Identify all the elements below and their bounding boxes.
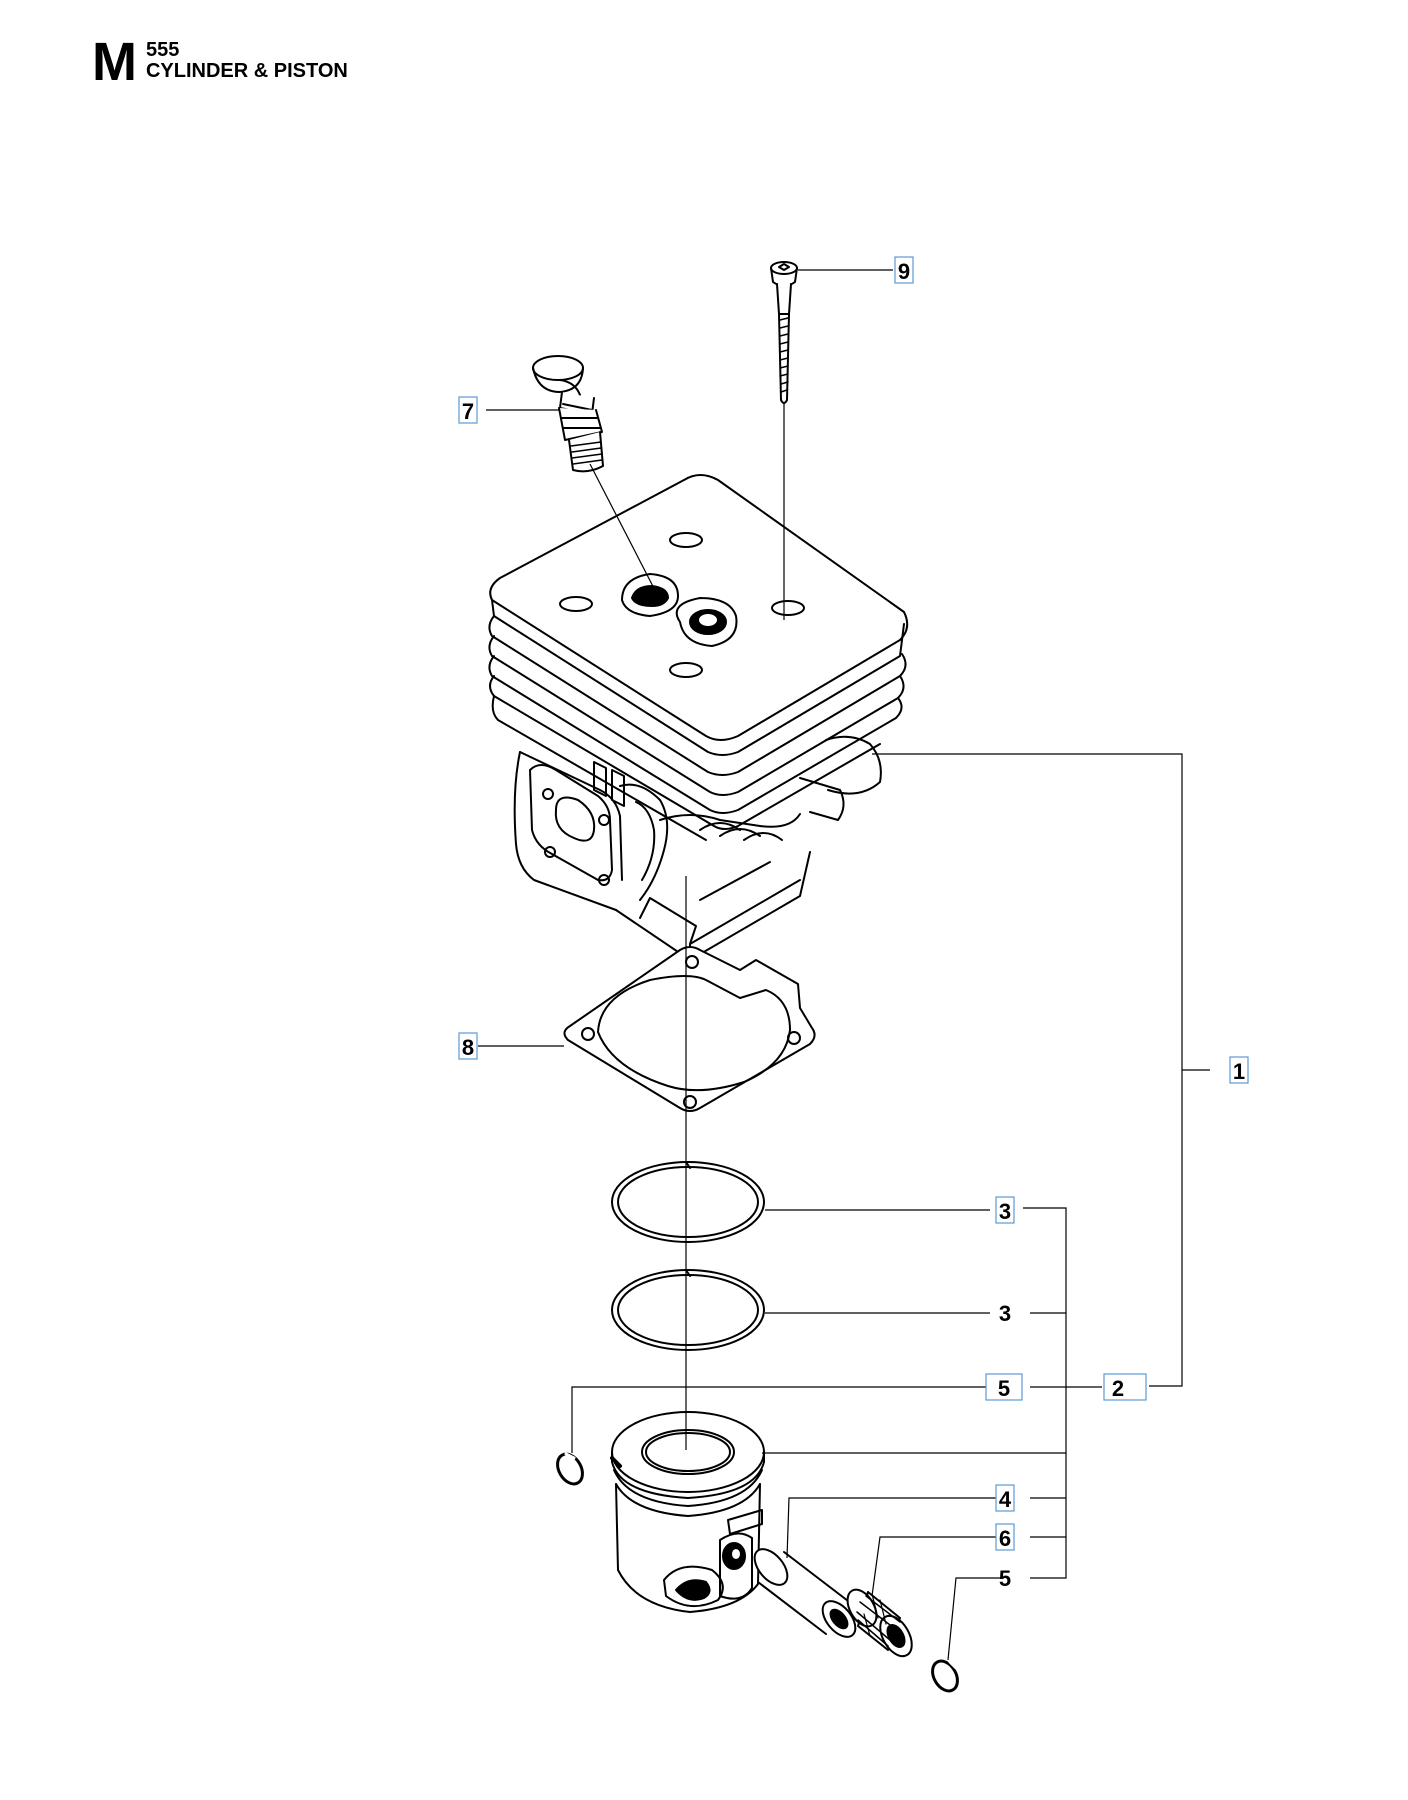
svg-text:2: 2 [1112, 1376, 1124, 1401]
svg-text:3: 3 [999, 1199, 1011, 1224]
callout-7: 7 [458, 396, 478, 424]
piston-ring-upper [611, 1161, 765, 1243]
circlip-right-part [931, 1659, 959, 1693]
header-titles: 555 CYLINDER & PISTON [146, 40, 348, 82]
svg-text:6: 6 [999, 1526, 1011, 1551]
svg-text:9: 9 [898, 259, 910, 284]
callout-9: 9 [894, 256, 914, 284]
screw-part [770, 261, 798, 404]
svg-text:7: 7 [462, 399, 474, 424]
needle-bearing-part [846, 1588, 913, 1658]
callout-5-upper: 5 [985, 1373, 1023, 1401]
callout-3-lower: 3 [999, 1301, 1011, 1326]
svg-text:1: 1 [1233, 1059, 1245, 1084]
decompression-valve-part [532, 355, 604, 473]
svg-text:8: 8 [462, 1035, 474, 1060]
callout-1: 1 [1229, 1056, 1249, 1084]
callout-3-upper: 3 [995, 1196, 1015, 1224]
model-number: 555 [145, 39, 180, 61]
cylinder-part [488, 474, 909, 961]
callout-6: 6 [995, 1523, 1015, 1551]
leader-lines [478, 269, 1210, 1661]
callout-8: 8 [458, 1032, 478, 1060]
callout-4: 4 [995, 1484, 1015, 1512]
svg-text:3: 3 [999, 1301, 1011, 1326]
piston-part [610, 1411, 765, 1613]
callout-2: 2 [1103, 1373, 1147, 1401]
page-header: M 555 CYLINDER & PISTON [92, 32, 348, 92]
svg-text:5: 5 [999, 1566, 1011, 1591]
base-gasket-part [563, 946, 816, 1112]
piston-ring-lower [611, 1269, 765, 1351]
circlip-left-part [556, 1452, 584, 1486]
callout-5-lower: 5 [999, 1566, 1011, 1591]
piston-pin-part [753, 1548, 857, 1638]
section-letter: M [92, 32, 137, 92]
svg-text:5: 5 [998, 1376, 1010, 1401]
page-title: CYLINDER & PISTON [145, 60, 348, 82]
svg-text:4: 4 [999, 1487, 1012, 1512]
